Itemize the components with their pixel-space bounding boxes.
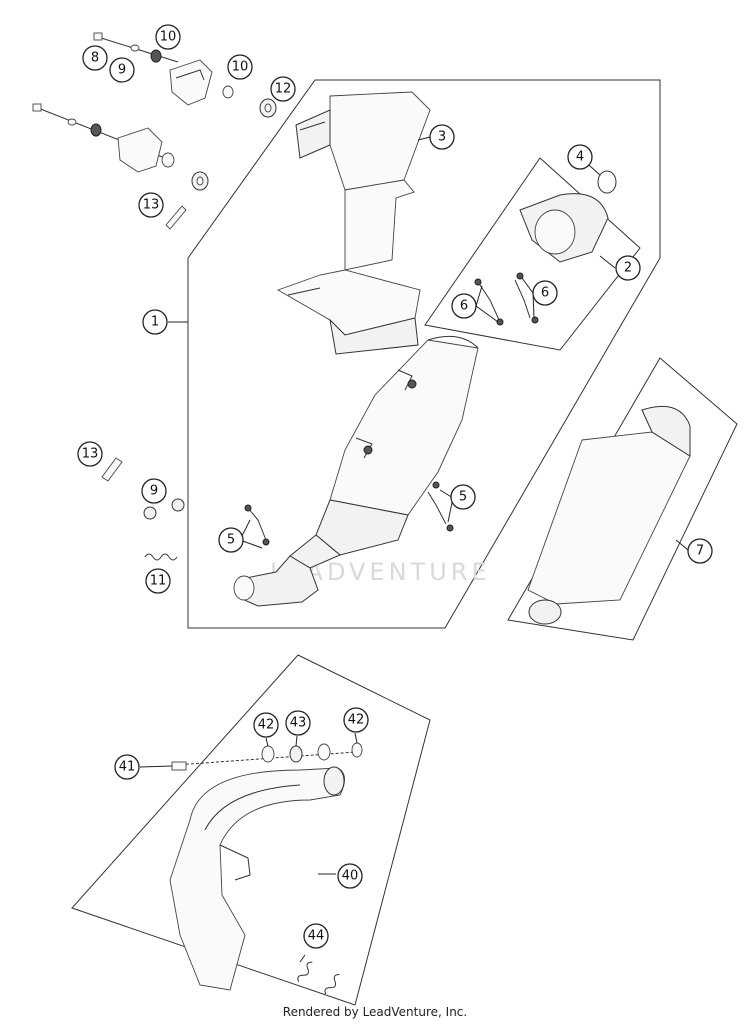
callout-3: 3: [429, 124, 455, 150]
svg-text:42: 42: [348, 713, 365, 728]
svg-text:11: 11: [150, 574, 167, 589]
callout-11: 11: [145, 568, 171, 594]
callout-5-left: 5: [218, 527, 244, 553]
svg-text:3: 3: [438, 130, 446, 145]
svg-text:43: 43: [290, 716, 307, 731]
svg-text:9: 9: [118, 63, 126, 78]
svg-text:13: 13: [82, 447, 99, 462]
callout-41: 41: [114, 754, 140, 780]
callout-10-right: 10: [227, 54, 253, 80]
lower-mount-bolt: [32, 103, 171, 161]
callout-42-left: 42: [253, 712, 279, 738]
silencer-body: [289, 335, 479, 569]
svg-text:9: 9: [150, 484, 158, 499]
callout-6-right: 6: [532, 280, 558, 306]
callout-44: 44: [303, 923, 329, 949]
rubber-bushing-upper: [259, 98, 277, 118]
callout-2: 2: [615, 255, 641, 281]
svg-text:10: 10: [160, 30, 177, 45]
decal-set: [276, 91, 431, 355]
callout-9-middle: 9: [141, 478, 167, 504]
footer-credit: Rendered by LeadVenture, Inc.: [283, 1005, 467, 1019]
callout-43: 43: [285, 710, 311, 736]
callout-1: 1: [142, 309, 168, 335]
callout-7: 7: [687, 538, 713, 564]
spring-hook-upper: [165, 205, 187, 230]
rubber-grommets: [143, 498, 185, 520]
svg-text:44: 44: [308, 929, 325, 944]
spring-hook-middle: [101, 457, 123, 482]
leader-lines: [139, 136, 689, 963]
spring: [144, 553, 178, 561]
svg-text:4: 4: [576, 150, 584, 165]
callout-13-middle: 13: [77, 441, 103, 467]
end-cap-rivets: [474, 272, 539, 326]
svg-text:8: 8: [91, 51, 99, 66]
callout-8: 8: [82, 45, 108, 71]
rubber-bushing-lower: [191, 171, 209, 191]
svg-text:6: 6: [541, 286, 549, 301]
svg-text:5: 5: [227, 533, 235, 548]
silencer-inlet-pipe: [233, 555, 319, 607]
svg-text:10: 10: [232, 60, 249, 75]
upper-mount-bracket: [169, 59, 234, 106]
svg-text:40: 40: [342, 869, 359, 884]
callout-12: 12: [270, 76, 296, 102]
svg-text:6: 6: [460, 299, 468, 314]
callout-40: 40: [337, 863, 363, 889]
header-washers: [261, 742, 363, 763]
callout-42-right: 42: [343, 707, 369, 733]
svg-text:13: 13: [143, 198, 160, 213]
header-pipe: [169, 766, 345, 991]
lower-mount-bracket: [117, 127, 175, 173]
silencer-guard: [527, 406, 691, 625]
callout-5-right: 5: [450, 484, 476, 510]
silencer-rivets: [244, 481, 454, 546]
svg-text:41: 41: [119, 760, 136, 775]
svg-text:1: 1: [151, 315, 159, 330]
upper-mount-bolt: [93, 32, 179, 63]
callout-13-top: 13: [138, 192, 164, 218]
header-springs: [297, 961, 340, 995]
end-cap: [519, 193, 609, 263]
svg-text:42: 42: [258, 718, 275, 733]
svg-text:5: 5: [459, 490, 467, 505]
silencer-assembly-frame: [187, 79, 661, 629]
callout-9-top: 9: [109, 57, 135, 83]
callout-10-top: 10: [155, 24, 181, 50]
svg-text:7: 7: [696, 544, 704, 559]
callout-4: 4: [567, 144, 593, 170]
header-pipe-frame: [71, 654, 431, 1006]
o-ring: [597, 170, 617, 194]
svg-text:2: 2: [624, 261, 632, 276]
callout-6-left: 6: [451, 293, 477, 319]
svg-text:12: 12: [275, 82, 292, 97]
